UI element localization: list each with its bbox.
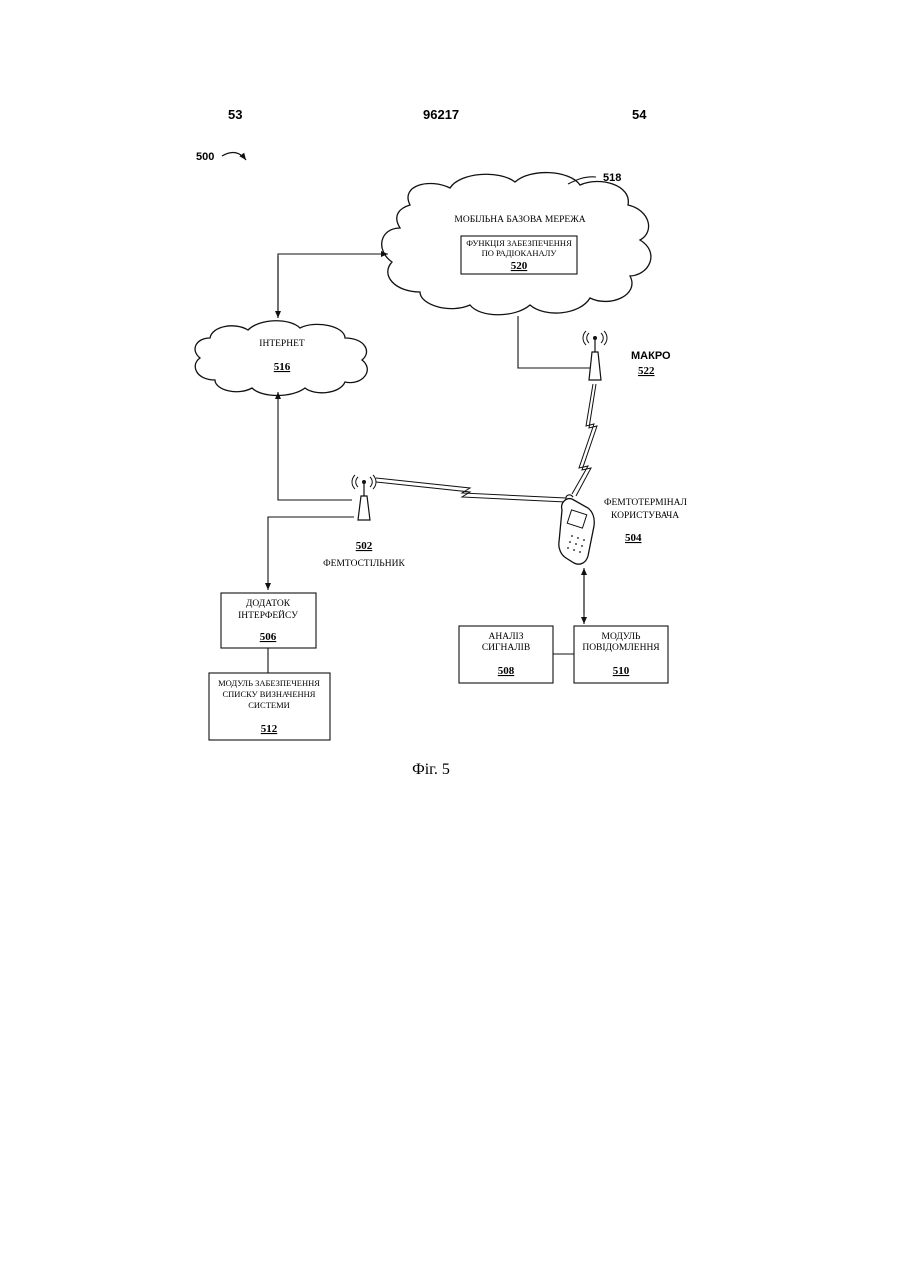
signal-analysis-label-line1: АНАЛІЗ — [489, 632, 524, 642]
femtocell-to-interface-connector — [268, 517, 354, 590]
message-module-label-line2: ПОВІДОМЛЕННЯ — [582, 643, 660, 653]
rf-function-ref-number: 520 — [511, 260, 528, 272]
internet-cloud — [195, 321, 367, 396]
femto-wireless-link — [376, 478, 566, 498]
femto-wireless-link-2 — [376, 482, 566, 502]
core-network-ref-number: 518 — [603, 172, 621, 184]
figure-ref-number: 500 — [196, 151, 214, 163]
interface-app-label-line2: ІНТЕРФЕЙСУ — [238, 609, 298, 621]
signal-analysis-label-line2: СИГНАЛІВ — [482, 643, 530, 653]
system-list-ref-number: 512 — [261, 723, 278, 735]
macro-wireless-link-2 — [576, 384, 597, 496]
macro-antenna-icon — [583, 331, 607, 380]
macro-label: МАКРО — [631, 350, 671, 362]
system-list-label-line1: МОДУЛЬ ЗАБЕЗПЕЧЕННЯ — [218, 678, 320, 688]
signal-analysis-ref-number: 508 — [498, 665, 515, 677]
internet-ref-number: 516 — [274, 361, 291, 373]
user-terminal-label-line1: ФЕМТОТЕРМІНАЛ — [604, 498, 688, 508]
interface-app-label-line1: ДОДАТОК — [246, 599, 291, 609]
macro-ref-number: 522 — [638, 365, 655, 377]
header-left-page-number: 53 — [228, 107, 242, 122]
core-network-label: МОБІЛЬНА БАЗОВА МЕРЕЖА — [454, 215, 585, 225]
core-to-macro-connector — [518, 316, 590, 368]
femtocell-to-internet-connector — [278, 392, 352, 500]
phone-icon — [559, 495, 594, 564]
internet-label: ІНТЕРНЕТ — [259, 339, 305, 349]
femtocell-label: ФЕМТОСТІЛЬНИК — [323, 559, 405, 569]
header-right-page-number: 54 — [632, 107, 647, 122]
femtocell-antenna-icon — [352, 475, 376, 520]
user-terminal-ref-number: 504 — [625, 532, 642, 544]
internet-to-core-connector — [278, 254, 388, 318]
message-module-label-line1: МОДУЛЬ — [602, 632, 642, 642]
figure-caption: Фіг. 5 — [412, 761, 450, 778]
user-terminal-label-line2: КОРИСТУВАЧА — [611, 511, 679, 521]
rf-function-label-line2: ПО РАДІОКАНАЛУ — [482, 248, 558, 258]
system-list-label-line2: СПИСКУ ВИЗНАЧЕННЯ — [223, 689, 316, 699]
macro-wireless-link — [572, 384, 594, 494]
interface-app-ref-number: 506 — [260, 631, 277, 643]
system-list-label-line3: СИСТЕМИ — [248, 700, 290, 710]
header-patent-number: 96217 — [423, 107, 459, 122]
rf-function-label-line1: ФУНКЦІЯ ЗАБЕЗПЕЧЕННЯ — [466, 238, 572, 248]
message-module-ref-number: 510 — [613, 665, 630, 677]
figure-ref-arrow — [222, 153, 246, 160]
femtocell-ref-number: 502 — [356, 540, 373, 552]
